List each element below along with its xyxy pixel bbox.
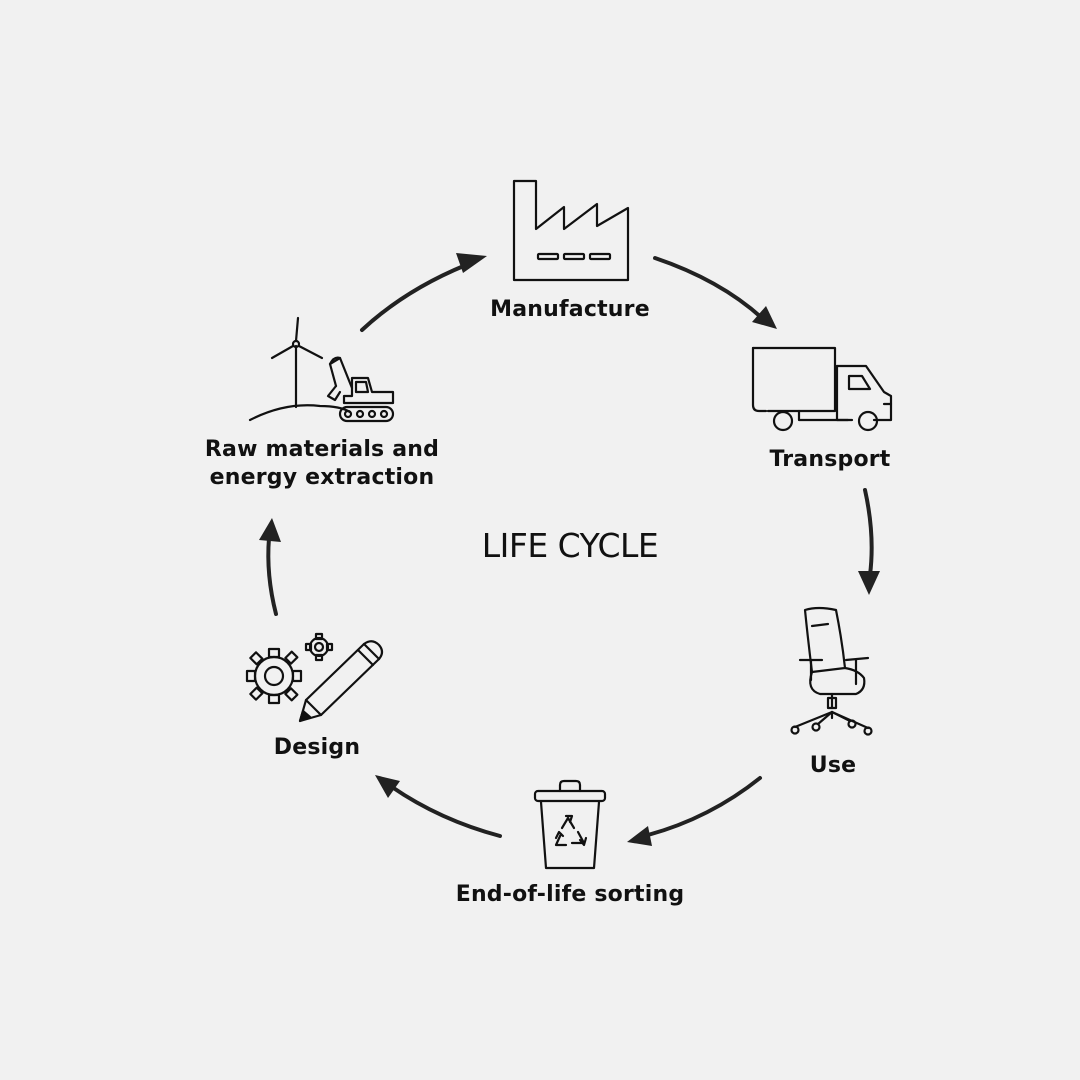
recycling-bin-icon [533,779,607,870]
stage-label-raw-materials: Raw materials and energy extraction [182,436,462,492]
stage-label-use: Use [809,753,857,778]
gears-pencil-icon [245,632,384,723]
arrow-manufacture-to-transport [653,256,777,329]
arrow-design-to-raw-materials [259,518,281,616]
arrow-end-of-life-to-design [375,775,502,838]
stage-label-design: Design [273,735,361,760]
stage-label-end-of-life: End-of-life sorting [455,882,685,907]
diagram-title: LIFE CYCLE [481,526,659,565]
stage-label-raw-materials-line2: energy extraction [209,465,435,490]
wind-turbine-excavator-icon [248,316,395,423]
stage-label-transport: Transport [769,447,891,472]
stage-label-raw-materials-line1: Raw materials and [204,437,440,462]
arrow-use-to-end-of-life [627,776,762,846]
truck-icon [751,346,893,432]
factory-icon [512,179,630,282]
office-chair-icon [790,606,873,736]
gear-teeth-large [245,647,303,705]
arrow-transport-to-use [858,488,880,595]
stage-label-manufacture: Manufacture [490,297,650,322]
arrow-raw-materials-to-manufacture [360,253,487,332]
